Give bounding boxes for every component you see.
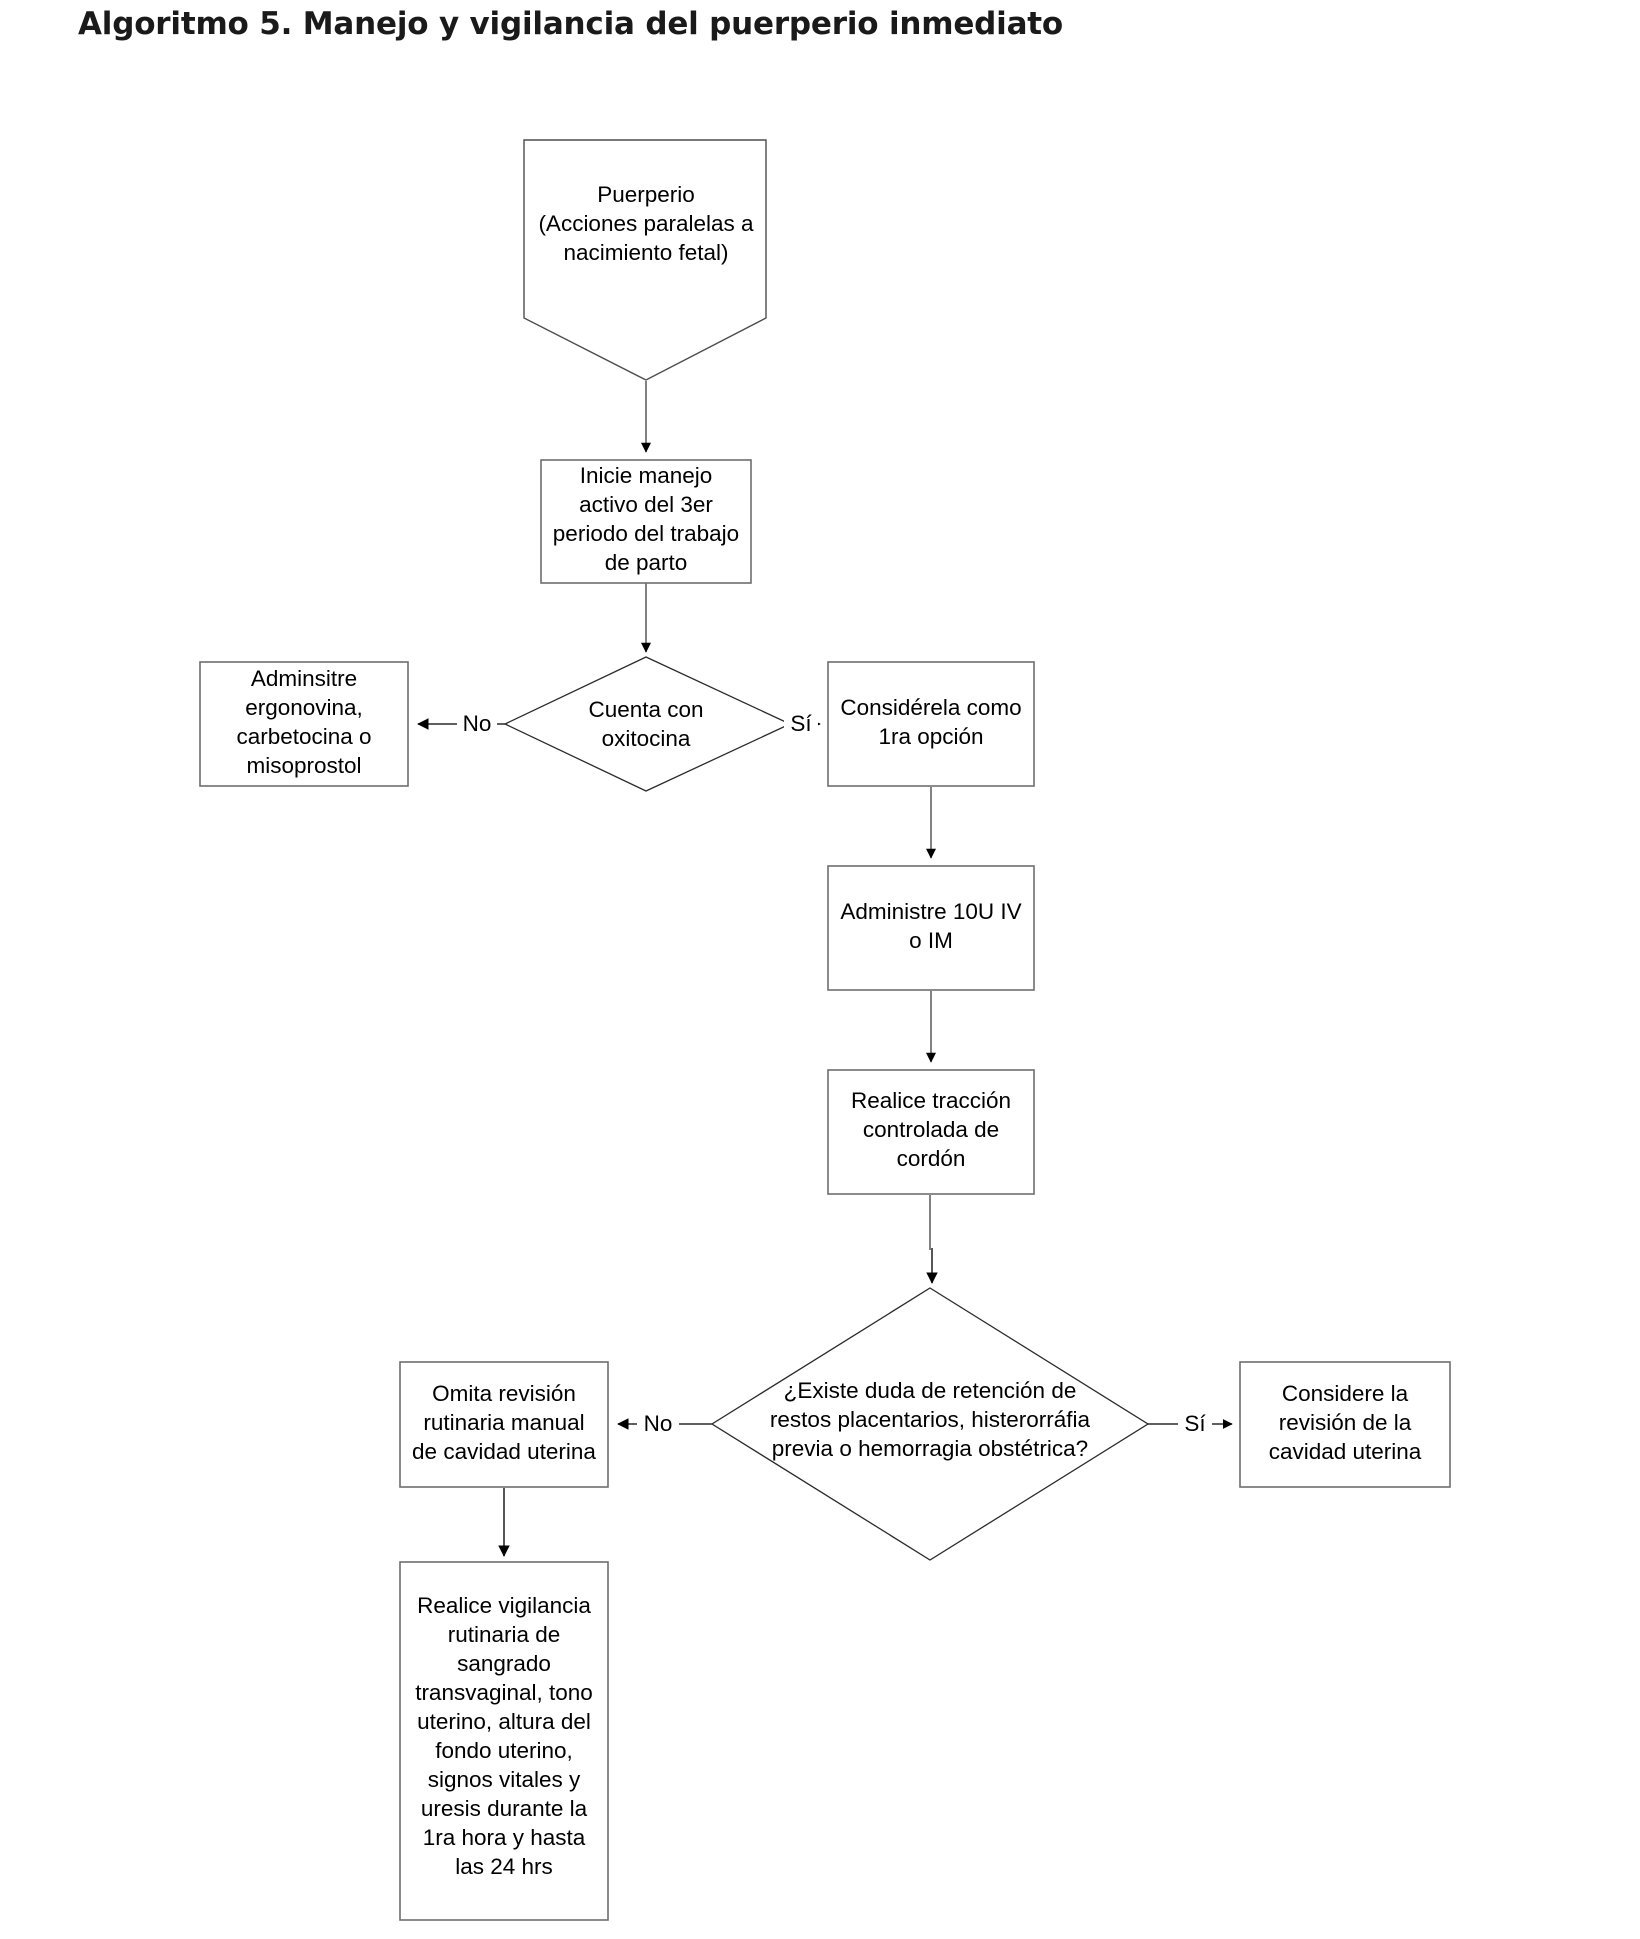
node-vigilancia-line-7: signos vitales y [428, 1767, 581, 1792]
node-vigilancia-line-10: las 24 hrs [455, 1854, 553, 1879]
node-duda-line-2: restos placentarios, histerorráfia [770, 1407, 1091, 1432]
node-considerela-line-2: 1ra opción [878, 724, 983, 749]
node-manejo-activo-line-3: periodo del trabajo [553, 521, 739, 546]
node-considerela-1ra[interactable]: Considérela como 1ra opción [827, 661, 1035, 787]
node-cuenta-oxitocina[interactable]: Cuenta con oxitocina [503, 656, 792, 792]
node-vigilancia-line-4: transvaginal, tono [415, 1680, 593, 1705]
node-traccion-line-2: controlada de [863, 1117, 999, 1142]
node-considere-rev-line-3: cavidad uterina [1269, 1439, 1422, 1464]
node-duda-retencion[interactable]: ¿Existe duda de retención de restos plac… [710, 1287, 1150, 1561]
node-manejo-activo[interactable]: Inicie manejo activo del 3er periodo del… [540, 459, 752, 584]
node-manejo-activo-line-1: Inicie manejo [580, 463, 713, 488]
svg-text:Sí: Sí [790, 711, 812, 736]
edge-label-no-retencion: No [637, 1411, 679, 1436]
node-cuenta-oxitocina-line-2: oxitocina [602, 726, 691, 751]
edge-label-si-retencion: Sí [1178, 1411, 1212, 1436]
node-omita-line-1: Omita revisión [432, 1381, 576, 1406]
node-ergonovina[interactable]: Adminsitre ergonovina, carbetocina o mis… [199, 661, 409, 787]
node-ergonovina-line-3: carbetocina o [236, 724, 371, 749]
node-considere-rev-line-1: Considere la [1282, 1381, 1409, 1406]
node-traccion-cordon[interactable]: Realice tracción controlada de cordón [827, 1069, 1035, 1195]
node-ergonovina-line-4: misoprostol [246, 753, 361, 778]
node-vigilancia-line-2: rutinaria de [448, 1622, 561, 1647]
node-start[interactable]: Puerperio (Acciones paralelas a nacimien… [523, 139, 767, 381]
node-traccion-line-3: cordón [897, 1146, 966, 1171]
node-administre-line-1: Administre 10U IV [840, 899, 1021, 924]
node-traccion-line-1: Realice tracción [851, 1088, 1011, 1113]
edge-label-si-oxitocina: Sí [784, 711, 818, 736]
edge-traccion-to-duda [926, 1195, 938, 1284]
node-considerela-line-1: Considérela como [840, 695, 1021, 720]
node-duda-line-3: previa o hemorragia obstétrica? [772, 1436, 1088, 1461]
node-start-line-2: (Acciones paralelas a [538, 211, 754, 236]
page-title: Algoritmo 5. Manejo y vigilancia del pue… [78, 6, 1064, 42]
node-ergonovina-line-2: ergonovina, [245, 695, 363, 720]
node-omita-revision[interactable]: Omita revisión rutinaria manual de cavid… [399, 1361, 609, 1488]
node-vigilancia-line-8: uresis durante la [421, 1796, 588, 1821]
node-considere-rev-line-2: revisión de la [1279, 1410, 1412, 1435]
node-start-line-1: Puerperio [597, 182, 695, 207]
node-vigilancia-line-5: uterino, altura del [417, 1709, 591, 1734]
node-duda-line-1: ¿Existe duda de retención de [784, 1378, 1077, 1403]
node-cuenta-oxitocina-line-1: Cuenta con [588, 697, 703, 722]
node-vigilancia-line-1: Realice vigilancia [417, 1593, 591, 1618]
node-vigilancia-line-9: 1ra hora y hasta [423, 1825, 586, 1850]
edge-label-no-oxitocina: No [457, 711, 497, 736]
node-vigilancia-rutinaria[interactable]: Realice vigilancia rutinaria de sangrado… [399, 1561, 609, 1921]
node-manejo-activo-line-4: de parto [605, 550, 688, 575]
svg-text:No: No [463, 711, 492, 736]
node-vigilancia-line-3: sangrado [457, 1651, 551, 1676]
node-start-line-3: nacimiento fetal) [563, 240, 728, 265]
node-ergonovina-line-1: Adminsitre [251, 666, 357, 691]
node-omita-line-3: de cavidad uterina [412, 1439, 596, 1464]
node-administre-10u[interactable]: Administre 10U IV o IM [827, 865, 1035, 991]
node-manejo-activo-line-2: activo del 3er [579, 492, 713, 517]
node-omita-line-2: rutinaria manual [423, 1410, 584, 1435]
node-administre-line-2: o IM [909, 928, 953, 953]
node-considere-revision[interactable]: Considere la revisión de la cavidad uter… [1239, 1361, 1451, 1488]
node-vigilancia-line-6: fondo uterino, [435, 1738, 573, 1763]
svg-text:Sí: Sí [1184, 1411, 1206, 1436]
svg-text:No: No [644, 1411, 673, 1436]
